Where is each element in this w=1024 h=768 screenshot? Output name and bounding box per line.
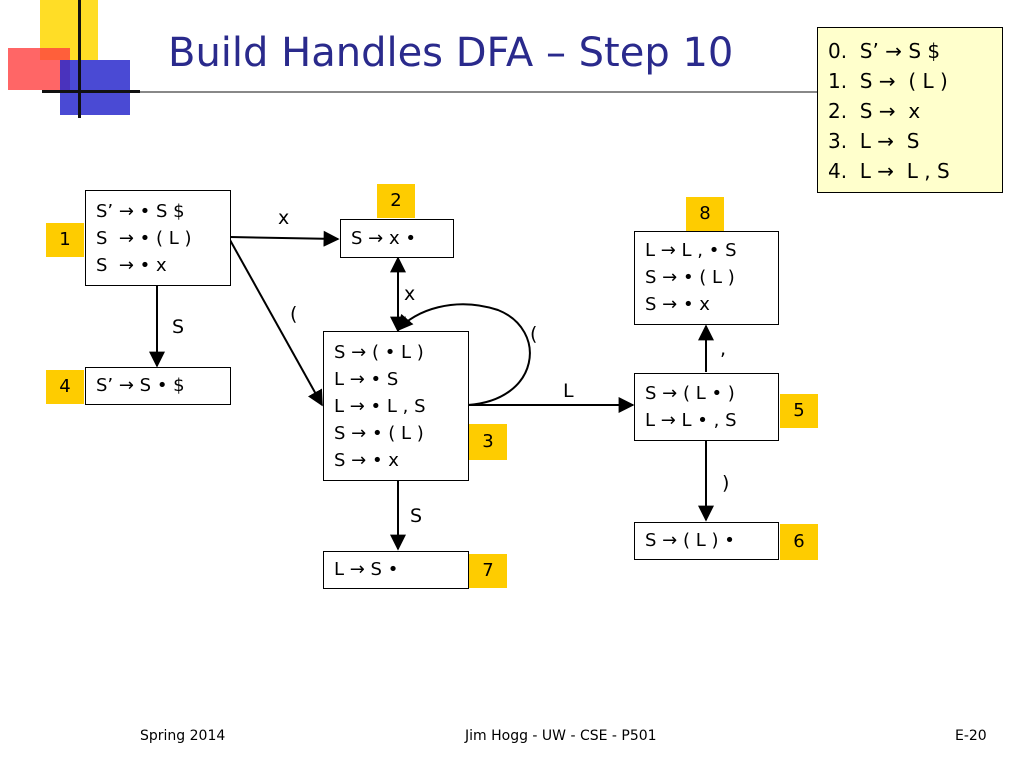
- state-6: S → ( L ) •: [634, 522, 779, 560]
- state-1: S’ → • S $ S → • ( L ) S → • x: [85, 190, 231, 286]
- state-number-badge: 2: [377, 184, 415, 218]
- state-item: L → L • , S: [645, 410, 737, 431]
- state-number-badge: 4: [46, 370, 84, 404]
- state-number-badge: 1: [46, 223, 84, 257]
- state-item: S → ( L • ): [645, 383, 735, 404]
- edge-label-1-2: x: [278, 207, 290, 229]
- edge-label-5-8: ,: [720, 338, 727, 360]
- state-number-badge: 5: [780, 394, 818, 428]
- edge-label-5-6: ): [722, 472, 730, 494]
- state-number-badge: 6: [780, 524, 818, 560]
- state-number-badge: 7: [469, 554, 507, 588]
- title-underline: [140, 91, 820, 93]
- edge-label-3-7: S: [410, 505, 423, 527]
- state-number-badge: 8: [686, 197, 724, 231]
- state-7: L → S •: [323, 551, 469, 589]
- state-item: S → ( • L ): [334, 342, 424, 363]
- footer-author: Jim Hogg - UW - CSE - P501: [465, 728, 657, 744]
- state-item: S → • x: [334, 450, 399, 471]
- state-4: S’ → S • $: [85, 367, 231, 405]
- state-item: L → L , • S: [645, 240, 737, 261]
- state-item: L → • L , S: [334, 396, 426, 417]
- edge-label-3-2: x: [404, 283, 416, 305]
- grammar-rule: 2. S → x: [828, 99, 921, 123]
- edge-label-1-4: S: [172, 316, 185, 338]
- grammar-rule: 1. S → ( L ): [828, 69, 948, 93]
- edge-1-2: [229, 230, 340, 247]
- edge-label-3-3: (: [530, 323, 538, 345]
- grammar-box: 0. S’ → S $ 1. S → ( L ) 2. S → x 3. L →…: [817, 27, 1003, 193]
- slide-title: Build Handles DFA – Step 10: [168, 30, 734, 76]
- state-item: S → • ( L ): [645, 267, 735, 288]
- state-item: S → • x: [645, 294, 710, 315]
- edge-label-1-3: (: [290, 303, 298, 325]
- state-item: S’ → S • $: [96, 375, 185, 396]
- state-item: L → S •: [334, 559, 399, 580]
- footer-date: Spring 2014: [140, 728, 226, 744]
- grammar-rule: 3. L → S: [828, 129, 920, 153]
- state-item: L → • S: [334, 369, 399, 390]
- state-item: S → • x: [96, 255, 167, 276]
- state-2: S → x •: [340, 219, 454, 258]
- state-3: S → ( • L ) L → • S L → • L , S S → • ( …: [323, 331, 469, 481]
- footer-slide-number: E-20: [955, 728, 987, 744]
- state-item: S → x •: [351, 228, 416, 249]
- logo-decoration: [0, 0, 140, 120]
- grammar-rule: 4. L → L , S: [828, 159, 950, 183]
- state-5: S → ( L • ) L → L • , S: [634, 373, 779, 441]
- state-item: S → ( L ) •: [645, 530, 735, 551]
- edge-1-3: [229, 239, 323, 407]
- state-8: L → L , • S S → • ( L ) S → • x: [634, 231, 779, 325]
- state-item: S → • ( L ): [96, 228, 192, 249]
- grammar-rule: 0. S’ → S $: [828, 39, 941, 63]
- edge-label-3-5: L: [563, 380, 574, 402]
- edge-3-3: [396, 303, 531, 406]
- state-item: S’ → • S $: [96, 201, 185, 222]
- state-item: S → • ( L ): [334, 423, 424, 444]
- state-number-badge: 3: [469, 424, 507, 460]
